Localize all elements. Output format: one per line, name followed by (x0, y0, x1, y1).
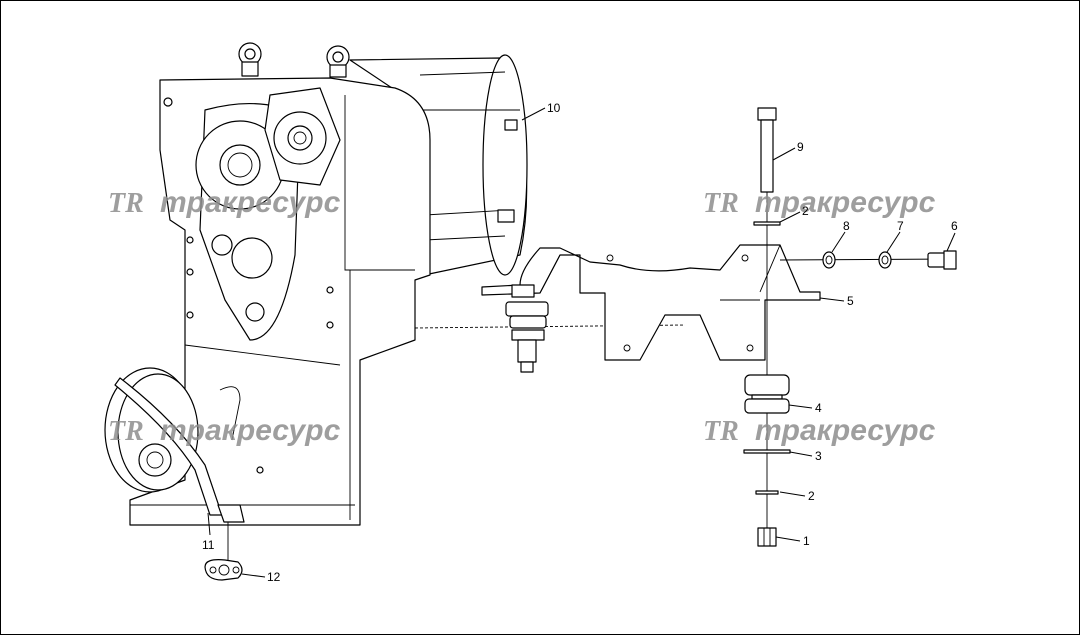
watermark-text: тракресурс (160, 414, 341, 447)
callout-10: 10 (521, 101, 561, 121)
mount-bracket (481, 244, 821, 361)
callout-12: 12 (241, 570, 281, 584)
callout-3: 3 (789, 449, 822, 463)
watermark-logo: TR (108, 416, 144, 447)
watermark-3: TR тракресурс (108, 414, 341, 447)
watermark-logo: TR (703, 416, 739, 447)
watermark-1: TR тракресурс (108, 186, 341, 219)
left-rubber-mount (505, 284, 549, 373)
callout-label: 2 (808, 489, 815, 503)
callout-2-top: 2 (779, 204, 809, 223)
callout-label: 6 (951, 219, 958, 233)
watermark-2: TR тракресурс (703, 186, 936, 219)
watermark-4: TR тракресурс (703, 414, 936, 447)
callout-label: 9 (797, 140, 804, 154)
callout-8: 8 (831, 219, 850, 253)
callout-6: 6 (946, 219, 958, 252)
callout-9: 9 (772, 140, 804, 161)
callout-2-bottom: 2 (779, 489, 815, 503)
callout-label: 11 (202, 538, 215, 552)
watermark-text: тракресурс (160, 186, 341, 219)
callout-5: 5 (819, 294, 854, 308)
flange-12 (204, 559, 243, 581)
callout-label: 2 (802, 204, 809, 218)
fastener-stack (743, 107, 791, 547)
callout-label: 10 (547, 101, 561, 115)
callout-7: 7 (886, 219, 904, 253)
callout-label: 8 (843, 219, 850, 233)
callout-label: 12 (267, 570, 281, 584)
callout-1: 1 (775, 534, 810, 548)
callout-label: 3 (815, 449, 822, 463)
callout-label: 7 (897, 219, 904, 233)
watermark-text: тракресурс (755, 186, 936, 219)
gearbox-housing (104, 42, 528, 560)
callout-label: 1 (803, 534, 810, 548)
callout-11: 11 (202, 512, 215, 552)
watermark-logo: TR (108, 188, 144, 219)
watermark-text: тракресурс (755, 414, 936, 447)
horizontal-fasteners (779, 250, 957, 270)
callout-4: 4 (788, 401, 822, 415)
watermark-logo: TR (703, 188, 739, 219)
callout-label: 5 (847, 294, 854, 308)
callout-label: 4 (815, 401, 822, 415)
